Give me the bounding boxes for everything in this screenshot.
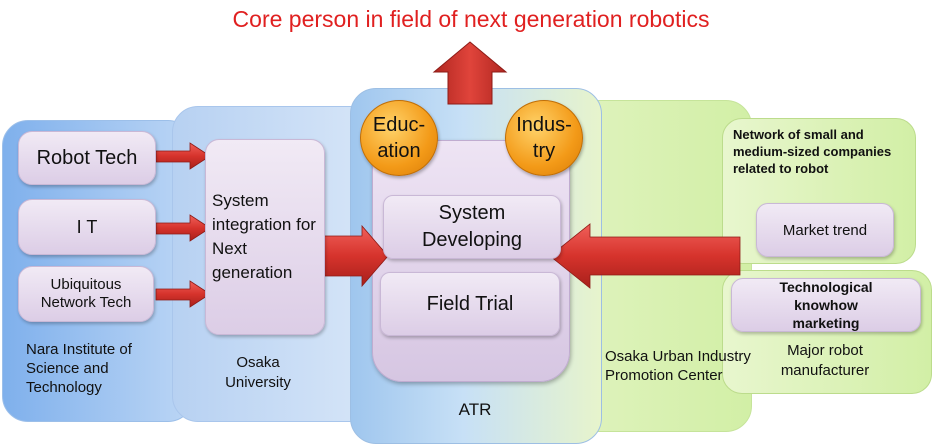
education-label: Educ-ation [372,114,426,162]
it-box: I T [18,199,156,255]
field-trial-label: Field Trial [426,292,514,315]
system-developing-box: System Developing [383,195,561,259]
nara-label: Nara Institute of Science and Technology [26,341,132,396]
ubiquitous-label: Ubiquitous Network Tech [40,276,132,311]
robot-tech-label: Robot Tech [36,146,138,169]
atr-label: ATR [458,400,492,419]
industry-label: Indus-try [516,114,572,162]
page-title: Core person in field of next generation … [232,6,710,32]
up-arrow [432,41,508,105]
market-trend-box: Market trend [756,203,894,257]
osaka-university-label: Osaka University [225,354,291,391]
technological-knowhow-label: Technological knowhow marketing [779,279,873,331]
industry-circle: Indus-try [505,100,583,176]
field-trial-box: Field Trial [380,272,560,336]
education-circle: Educ-ation [360,100,438,176]
robot-tech-box: Robot Tech [18,131,156,185]
arrow-osaka-to-atr [323,224,389,288]
small-medium-label: Network of small and medium-sized compan… [733,127,892,176]
ubiquitous-box: Ubiquitous Network Tech [18,266,154,322]
technological-knowhow-box: Technological knowhow marketing [731,278,921,332]
arrow-ubiquitous [155,280,211,308]
arrow-robot-tech [155,142,211,170]
major-manufacturer-label: Major robot manufacturer [780,342,870,379]
system-integration-box: System integration for Next generation [205,139,325,335]
osaka-urban-label: Osaka Urban Industry Promotion Center [605,348,751,384]
system-developing-label: System Developing [421,202,523,251]
it-label: I T [76,216,98,237]
arrow-it [155,214,211,242]
market-trend-label: Market trend [782,221,868,239]
system-integration-label: System integration for Next generation [212,191,316,282]
arrow-right-to-atr [549,223,741,289]
